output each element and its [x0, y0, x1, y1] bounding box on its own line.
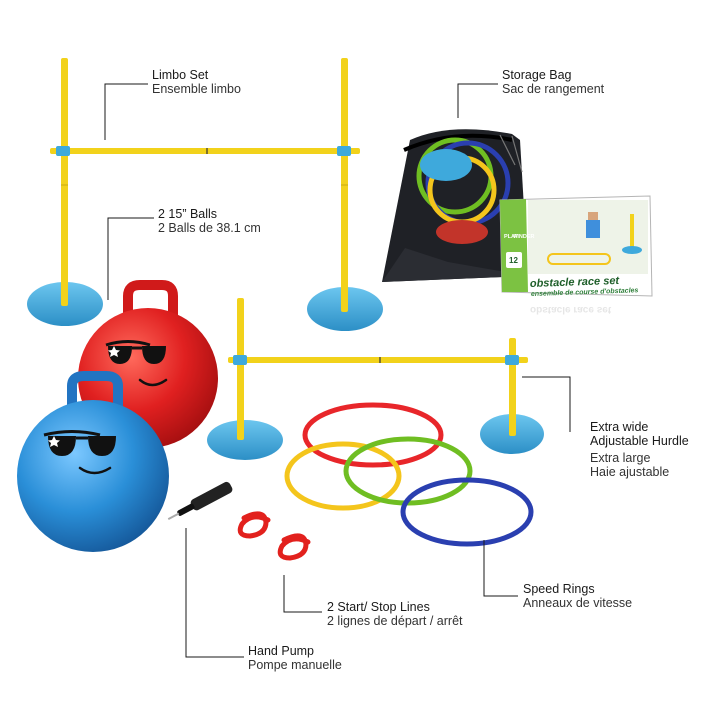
callout-limbo-en: Limbo Set — [152, 68, 209, 82]
callout-bag-en: Storage Bag — [502, 68, 572, 82]
limbo-bar — [50, 148, 360, 154]
callout-limbo-fr: Ensemble limbo — [152, 82, 241, 96]
callout-rings-en: Speed Rings — [523, 582, 595, 596]
callout-lines-en: 2 Start/ Stop Lines — [327, 600, 430, 614]
callout-pump-en: Hand Pump — [248, 644, 315, 658]
smile-icon — [78, 466, 112, 475]
hurdle-base-left — [207, 420, 283, 460]
callout-start-stop-lines: 2 Start/ Stop Lines 2 lignes de départ /… — [327, 600, 463, 628]
callout-lines-fr: 2 lignes de départ / arrêt — [327, 614, 463, 628]
start-stop-lines — [237, 511, 311, 561]
limbo-pole-left — [61, 58, 68, 306]
box-subtitle: ensemble de course d'obstacles — [531, 287, 639, 298]
hurdle-bar — [228, 357, 528, 363]
box-title: obstacle race set — [530, 275, 621, 290]
box-brand-sub: FINDER — [514, 234, 535, 240]
callout-bag-fr: Sac de rangement — [502, 82, 605, 96]
callout-pump-fr: Pompe manuelle — [248, 658, 342, 672]
box-age: 12 — [509, 256, 518, 265]
red-ball-handle — [123, 280, 178, 330]
hand-pump — [167, 481, 233, 521]
stop-line — [277, 533, 311, 561]
speed-rings — [284, 402, 534, 547]
svg-text:obstacle race set: obstacle race set — [530, 304, 612, 315]
callout-hurdle-fr-1: Extra large — [590, 451, 651, 465]
star-icon — [108, 346, 120, 357]
blue-ball — [17, 400, 169, 552]
adjustable-hurdle — [207, 298, 544, 460]
callout-storage-bag: Storage Bag Sac de rangement — [502, 68, 604, 96]
callout-hand-pump: Hand Pump Pompe manuelle — [248, 644, 342, 672]
product-box: PLAY FINDER 12 obstacle race set ensembl… — [499, 195, 653, 315]
hurdle-pole-right — [509, 338, 516, 436]
ring-blue — [400, 477, 534, 547]
start-line — [237, 511, 271, 539]
hurdle-pole-left — [237, 298, 244, 440]
callout-speed-rings: Speed Rings Anneaux de vitesse — [523, 582, 632, 610]
blue-ball-handle — [67, 371, 123, 423]
callout-hurdle: Extra wide Adjustable Hurdle Extra large… — [590, 420, 689, 479]
callout-hurdle-fr-2: Haie ajustable — [590, 465, 670, 479]
callout-rings-fr: Anneaux de vitesse — [523, 596, 633, 610]
callout-limbo-set: Limbo Set Ensemble limbo — [152, 68, 241, 96]
ring-red — [302, 402, 444, 468]
callout-balls: 2 15” Balls 2 Balls de 38.1 cm — [158, 207, 261, 235]
callout-balls-fr: 2 Balls de 38.1 cm — [158, 221, 261, 235]
limbo-set — [27, 58, 383, 331]
ring-yellow — [284, 441, 402, 511]
blue-hop-ball — [17, 371, 169, 552]
box-brand: PLAY — [504, 234, 518, 240]
sunglasses-icon — [105, 340, 166, 364]
star-icon — [48, 436, 60, 447]
callout-hurdle-en-2: Adjustable Hurdle — [590, 434, 689, 448]
callout-leaders — [104, 83, 571, 658]
callout-balls-en: 2 15” Balls — [158, 207, 218, 221]
callout-hurdle-en-1: Extra wide — [590, 420, 649, 434]
storage-bag — [382, 129, 528, 282]
smile-icon — [138, 378, 168, 387]
ring-green — [343, 436, 473, 506]
